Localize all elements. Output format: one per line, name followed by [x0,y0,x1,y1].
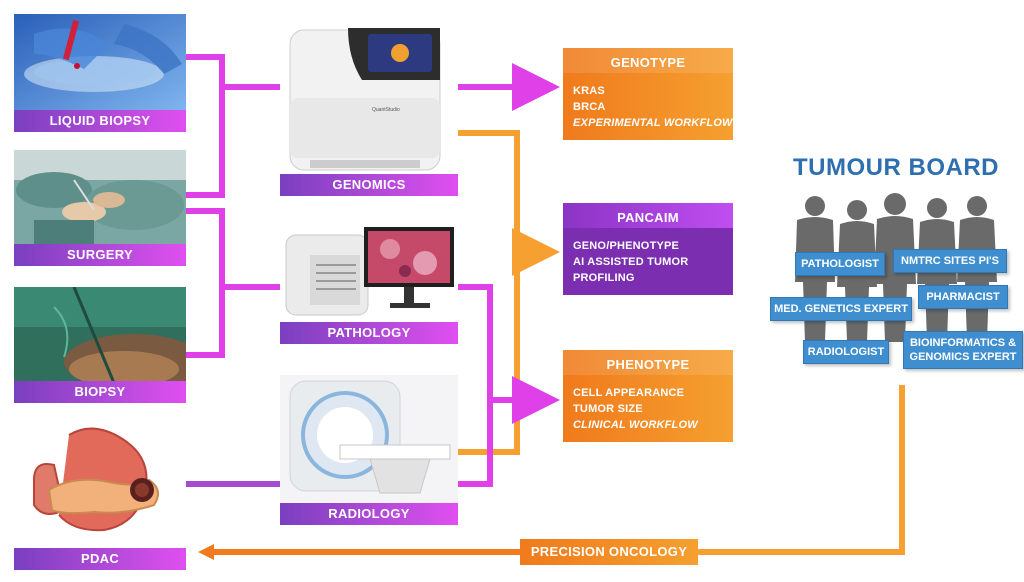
genomics-device-image: QuantStudio [280,18,458,174]
pathology-scanner-image [280,225,458,321]
pdac-label: PDAC [14,548,186,570]
pdac-image [14,420,186,548]
role-bioinformatics-line-2: GENOMICS EXPERT [909,351,1017,363]
phenotype-line-1: CELL APPEARANCE [573,387,685,399]
genotype-line-1: KRAS [573,85,605,97]
pancaim-line-2: AI ASSISTED TUMOR [573,256,689,268]
genotype-title: GENOTYPE [563,48,733,73]
role-pharmacist: PHARMACIST [918,285,1008,309]
biopsy-label: BIOPSY [14,381,186,403]
radiology-scanner-image [280,375,458,503]
role-bioinformatics-expert: BIOINFORMATICS & GENOMICS EXPERT [903,331,1023,369]
board-oncology-line [698,385,905,555]
genomics-label: GENOMICS [280,174,458,196]
role-genetics-expert: MED. GENETICS EXPERT [770,297,912,321]
genomics-pancaim-line [458,130,560,276]
role-bioinformatics-line-1: BIOINFORMATICS & [909,337,1017,349]
tumour-board-title: TUMOUR BOARD [793,154,999,181]
pancaim-box: PANCAIM GENO/PHENOTYPE AI ASSISTED TUMOR… [563,203,733,295]
surgery-label: SURGERY [14,244,186,266]
oncology-arrowhead [198,544,214,560]
pathology-phenotype-line [458,284,560,424]
genotype-line-2: BRCA [573,101,606,113]
genotype-box: GENOTYPE KRAS BRCA EXPERIMENTAL WORKFLOW [563,48,733,140]
liquid-biopsy-image [14,14,186,110]
precision-oncology-label: PRECISION ONCOLOGY [520,539,698,565]
pancaim-line-3: PROFILING [573,272,635,284]
role-radiologist: RADIOLOGIST [803,340,889,364]
device-brand-text: QuantStudio [372,107,400,113]
radiology-phenotype-line [458,400,493,487]
genotype-line-3: EXPERIMENTAL WORKFLOW [573,117,733,129]
pancaim-line-1: GENO/PHENOTYPE [573,240,680,252]
role-pathologist: PATHOLOGIST [795,252,885,276]
pancaim-title: PANCAIM [563,203,733,228]
liquid-biopsy-label: LIQUID BIOPSY [14,110,186,132]
radiology-label: RADIOLOGY [280,503,458,525]
phenotype-box: PHENOTYPE CELL APPEARANCE TUMOR SIZE CLI… [563,350,733,442]
phenotype-title: PHENOTYPE [563,350,733,375]
phenotype-line-3: CLINICAL WORKFLOW [573,419,698,431]
radiology-pancaim-line [458,252,520,455]
surgery-image [14,150,186,246]
pathology-label: PATHOLOGY [280,322,458,344]
input-bracket [186,54,280,358]
role-nmtrc-sites: NMTRC SITES PI'S [893,249,1007,273]
biopsy-image [14,287,186,383]
phenotype-line-2: TUMOR SIZE [573,403,643,415]
